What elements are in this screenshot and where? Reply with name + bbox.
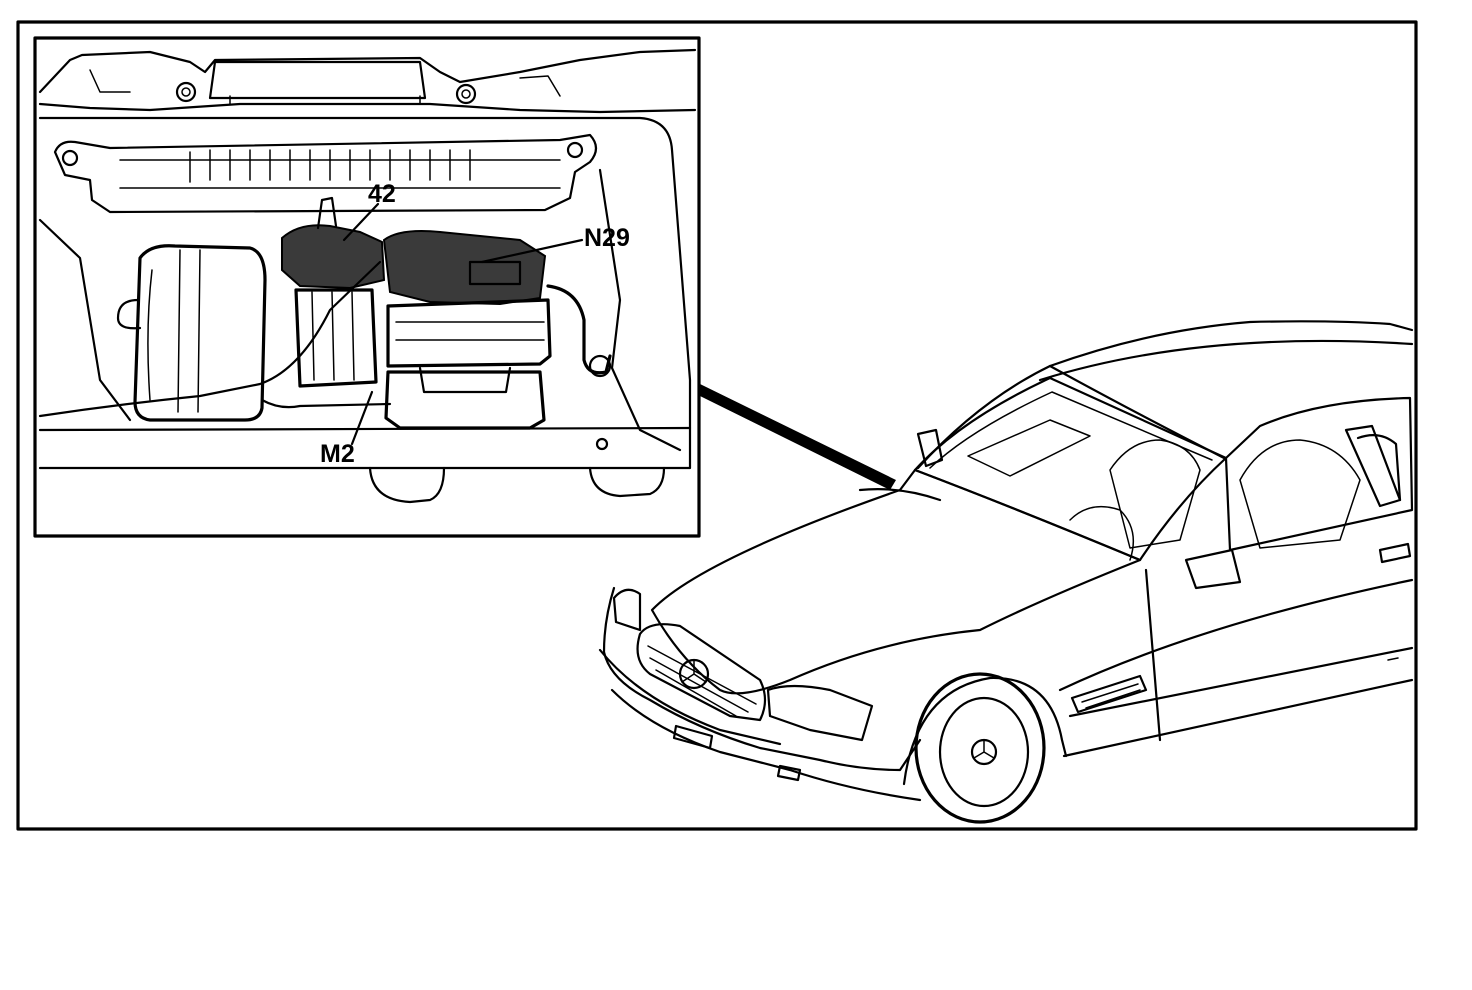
car-side-lower [1068, 646, 1414, 718]
car-roof [916, 320, 1414, 470]
car-side-marker [1387, 657, 1399, 661]
car-side-vent [1070, 674, 1148, 714]
inset-frame [33, 36, 701, 538]
inset-crossmember-bolt-left [61, 149, 79, 167]
inset-cowl-upper [38, 102, 697, 114]
component-n29-housing [386, 298, 552, 368]
inset-harness-right [546, 284, 612, 375]
car-side-mirror [1184, 548, 1242, 590]
car-wiper-mount [916, 428, 944, 468]
component-42-pump-ribs [311, 291, 355, 381]
inset-harness-bottom [260, 398, 392, 409]
car-windshield [913, 376, 1228, 562]
inset-strut-bolt-left [181, 87, 191, 97]
car-hood [650, 468, 1142, 695]
inset-cowl-brackets [89, 69, 561, 105]
car-b-pillar [1344, 424, 1402, 508]
car-hub-emblem-points [973, 739, 995, 759]
inset-strut-mount-right [455, 83, 477, 105]
inset-strut-bolt-right [461, 89, 471, 99]
outer-frame [16, 20, 1418, 831]
car-hood-scoop [858, 488, 942, 502]
car-grille [636, 623, 767, 722]
callout-42: 42 [368, 180, 396, 208]
car-door-line [1144, 568, 1162, 742]
car-rear-seat-outline [1356, 433, 1402, 502]
leader-m2 [350, 390, 374, 446]
car-door-handle [1378, 542, 1412, 564]
car-side-window [1224, 396, 1414, 552]
car-front-fascia [602, 586, 922, 772]
inset-radiator-fins [189, 149, 471, 183]
inset-firewall-top [38, 48, 697, 94]
inset-reservoir-hose [116, 298, 142, 330]
inset-engine-bay-detail: 42 N29 M2 [33, 36, 701, 538]
inset-crossmember-edges [119, 159, 561, 189]
leader-42 [342, 202, 380, 242]
inset-bay-outline [38, 116, 692, 470]
inset-wiper-cover [208, 60, 427, 100]
inset-reservoir-left [133, 244, 267, 422]
inset-fender-left [38, 218, 132, 422]
component-n29-housing-lines [395, 321, 545, 341]
car-seat-rear [1239, 439, 1361, 549]
car-license-plate [672, 724, 714, 750]
car-grille-bars [647, 645, 757, 717]
inset-lower-tray [384, 370, 546, 430]
component-42-module [281, 224, 386, 290]
inset-tow-recess [368, 466, 446, 504]
inset-grommet [588, 354, 612, 378]
inset-strut-mount-left [175, 81, 197, 103]
car-illustration [598, 320, 1414, 824]
inset-tow-recess-right [588, 466, 666, 498]
component-n29-connector [468, 260, 522, 286]
inset-bolt-hole [595, 437, 609, 451]
inset-tray-handle [418, 366, 512, 394]
callout-n29: N29 [584, 224, 630, 252]
car-headlight-right [766, 684, 874, 742]
inset-crossmember-bolt-right [566, 141, 584, 159]
car-headlight-left [612, 588, 642, 632]
inset-lower-edge [38, 426, 692, 432]
inset-fender-right [598, 168, 682, 452]
car-front-tire [914, 672, 1046, 824]
car-roof-line-inner [1038, 339, 1414, 382]
inset-radiator-crossmember [53, 133, 598, 214]
leader-n29 [480, 238, 584, 264]
car-front-rim [938, 696, 1030, 808]
inset-harness-left [38, 260, 382, 418]
callout-m2: M2 [320, 440, 355, 468]
car-bumper-upper [598, 648, 782, 746]
inset-reservoir-ribs [147, 249, 201, 413]
car-side-sill [1062, 678, 1414, 758]
inset-pointer [700, 384, 896, 490]
car-star-emblem-points [681, 659, 707, 683]
car-steering [1069, 505, 1135, 561]
car-dashboard [967, 419, 1091, 477]
component-42-pump-body [294, 288, 378, 388]
car-bumper-lower [610, 688, 922, 802]
car-beltline [1058, 578, 1414, 692]
car-side-vent-slats [1081, 683, 1141, 709]
car-seat-front [1109, 439, 1201, 549]
car-fog-light [776, 764, 802, 782]
component-42-connector [316, 196, 338, 230]
